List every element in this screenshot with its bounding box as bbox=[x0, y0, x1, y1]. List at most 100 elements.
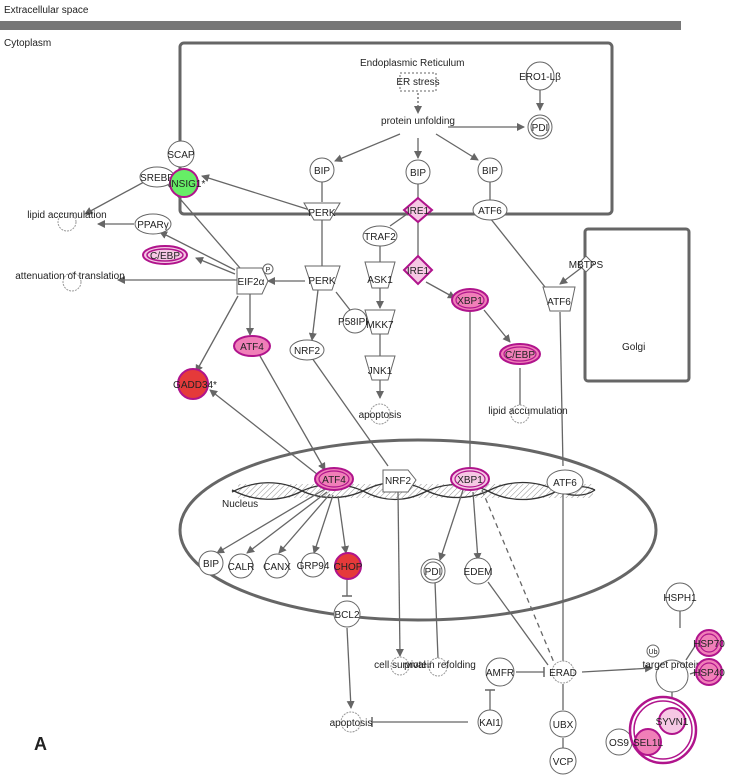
node-atf6-er[interactable]: ATF6 bbox=[472, 199, 508, 221]
svg-text:XBP1: XBP1 bbox=[457, 475, 483, 486]
node-grp94[interactable]: GRP94 bbox=[297, 552, 330, 578]
node-ppar[interactable]: PPARγ bbox=[134, 213, 172, 235]
svg-text:ASK1: ASK1 bbox=[367, 275, 393, 286]
node-perk-cyt[interactable]: PERK bbox=[304, 265, 341, 291]
node-hsp40[interactable]: HSP40 bbox=[693, 658, 725, 686]
svg-text:ATF6: ATF6 bbox=[547, 297, 571, 308]
svg-text:AMFR: AMFR bbox=[486, 668, 514, 679]
node-ask1[interactable]: ASK1 bbox=[364, 261, 396, 289]
svg-text:HSPH1: HSPH1 bbox=[663, 593, 697, 604]
node-xbp1-nuc[interactable]: XBP1 bbox=[450, 467, 490, 491]
svg-text:KAI1: KAI1 bbox=[479, 718, 501, 729]
node-target-protein[interactable]: target protein Ub bbox=[643, 644, 702, 693]
node-ire1-er[interactable]: IRE1 bbox=[402, 196, 434, 224]
node-cell-survival[interactable]: cell survival bbox=[374, 656, 426, 676]
svg-text:BIP: BIP bbox=[482, 166, 498, 177]
node-attenuation[interactable]: attenuation of translation bbox=[15, 271, 125, 292]
svg-text:GADD34*: GADD34* bbox=[173, 380, 217, 391]
node-atf4-cyt[interactable]: ATF4 bbox=[233, 335, 271, 357]
node-erad[interactable]: ERAD bbox=[549, 660, 577, 684]
svg-text:HSP70: HSP70 bbox=[693, 639, 725, 650]
node-chop[interactable]: CHOP bbox=[334, 552, 363, 580]
node-vcp[interactable]: VCP bbox=[549, 747, 577, 775]
node-lipid-accumulation-2[interactable]: lipid accumulation bbox=[488, 404, 568, 424]
node-insig1[interactable]: INSIG1* bbox=[169, 168, 206, 198]
node-canx[interactable]: CANX bbox=[263, 553, 291, 579]
svg-text:protein refolding: protein refolding bbox=[404, 660, 476, 671]
golgi-label: Golgi bbox=[622, 342, 645, 353]
node-ire1-cyt[interactable]: IRE1 bbox=[402, 254, 434, 286]
node-mkk7[interactable]: MKK7 bbox=[364, 309, 396, 335]
node-atf6-cyt[interactable]: ATF6 bbox=[542, 286, 576, 312]
node-bip-nuc[interactable]: BIP bbox=[198, 550, 224, 576]
svg-text:GRP94: GRP94 bbox=[297, 561, 330, 572]
node-eif2a[interactable]: EIF2α P bbox=[236, 263, 274, 295]
node-cebp-1[interactable]: C/EBP bbox=[142, 245, 188, 265]
node-edem[interactable]: EDEM bbox=[464, 557, 493, 585]
panel-letter: A bbox=[34, 734, 47, 754]
node-apoptosis-1[interactable]: apoptosis bbox=[359, 403, 402, 425]
node-lipid-accumulation-1[interactable]: lipid accumulation bbox=[27, 210, 107, 232]
node-kai1[interactable]: KAI1 bbox=[477, 709, 503, 735]
node-syvn1[interactable]: SYVN1 bbox=[656, 707, 689, 735]
node-os9[interactable]: OS9 bbox=[605, 728, 633, 756]
node-pdi-nuc[interactable]: PDI bbox=[420, 558, 446, 584]
svg-text:apoptosis: apoptosis bbox=[359, 410, 402, 421]
node-nrf2-cyt[interactable]: NRF2 bbox=[289, 339, 325, 361]
svg-text:NRF2: NRF2 bbox=[385, 476, 412, 487]
node-p58ipk[interactable]: P58IPK bbox=[338, 308, 372, 334]
node-mbtps[interactable]: MBTPS bbox=[569, 255, 604, 273]
edges bbox=[84, 90, 698, 748]
node-perk-er[interactable]: PERK bbox=[303, 202, 341, 221]
node-pdi-er[interactable]: PDI bbox=[527, 114, 553, 140]
svg-text:INSIG1*: INSIG1* bbox=[169, 179, 206, 190]
plasma-membrane bbox=[0, 21, 681, 30]
svg-text:PPARγ: PPARγ bbox=[137, 220, 169, 231]
node-nrf2-nuc[interactable]: NRF2 bbox=[382, 469, 417, 493]
svg-text:MBTPS: MBTPS bbox=[569, 260, 604, 271]
node-bip-2[interactable]: BIP bbox=[405, 159, 431, 185]
node-scap[interactable]: SCAP bbox=[167, 140, 195, 168]
node-apoptosis-2[interactable]: apoptosis bbox=[330, 711, 373, 733]
node-bcl2[interactable]: BCL2 bbox=[333, 600, 361, 628]
node-gadd34[interactable]: GADD34* bbox=[173, 368, 217, 400]
svg-text:EIF2α: EIF2α bbox=[238, 277, 265, 288]
node-amfr[interactable]: AMFR bbox=[485, 657, 515, 687]
node-er-stress[interactable]: ER stress bbox=[396, 72, 440, 92]
svg-text:ATF4: ATF4 bbox=[240, 342, 264, 353]
node-protein-unfolding[interactable]: protein unfolding bbox=[381, 116, 455, 127]
svg-text:C/EBP: C/EBP bbox=[505, 350, 535, 361]
node-hsp70[interactable]: HSP70 bbox=[693, 629, 725, 657]
svg-text:ER stress: ER stress bbox=[396, 77, 439, 88]
node-jnk1[interactable]: JNK1 bbox=[364, 355, 396, 381]
node-protein-refolding[interactable]: protein refolding bbox=[404, 657, 476, 677]
cytoplasm-label: Cytoplasm bbox=[4, 38, 51, 49]
node-atf4-nuc[interactable]: ATF4 bbox=[314, 467, 354, 491]
node-hsph1[interactable]: HSPH1 bbox=[663, 582, 697, 612]
svg-text:C/EBP: C/EBP bbox=[150, 251, 180, 262]
node-bip-1[interactable]: BIP bbox=[309, 157, 335, 183]
er-label: Endoplasmic Reticulum bbox=[360, 58, 465, 69]
node-cebp-2[interactable]: C/EBP bbox=[499, 343, 541, 365]
svg-text:PERK: PERK bbox=[308, 276, 336, 287]
node-calr[interactable]: CALR bbox=[228, 553, 255, 579]
node-sel1l[interactable]: SEL1L bbox=[633, 728, 663, 756]
node-srebp[interactable]: SREBP bbox=[139, 166, 175, 188]
svg-text:XBP1: XBP1 bbox=[457, 296, 483, 307]
svg-text:ERO1-Lβ: ERO1-Lβ bbox=[519, 72, 561, 83]
svg-text:CANX: CANX bbox=[263, 562, 291, 573]
svg-text:EDEM: EDEM bbox=[464, 567, 493, 578]
node-ero1[interactable]: ERO1-Lβ bbox=[519, 61, 561, 91]
node-bip-3[interactable]: BIP bbox=[477, 157, 503, 183]
svg-text:apoptosis: apoptosis bbox=[330, 718, 373, 729]
node-traf2[interactable]: TRAF2 bbox=[362, 225, 398, 247]
node-xbp1-cyt[interactable]: XBP1 bbox=[451, 288, 489, 312]
svg-text:PDI: PDI bbox=[532, 123, 549, 134]
svg-text:ATF6: ATF6 bbox=[553, 478, 577, 489]
node-ubx[interactable]: UBX bbox=[549, 710, 577, 738]
svg-text:BIP: BIP bbox=[203, 559, 219, 570]
svg-text:IRE1: IRE1 bbox=[407, 206, 430, 217]
dna-helix bbox=[231, 481, 596, 501]
node-atf6-nuc[interactable]: ATF6 bbox=[546, 469, 584, 495]
